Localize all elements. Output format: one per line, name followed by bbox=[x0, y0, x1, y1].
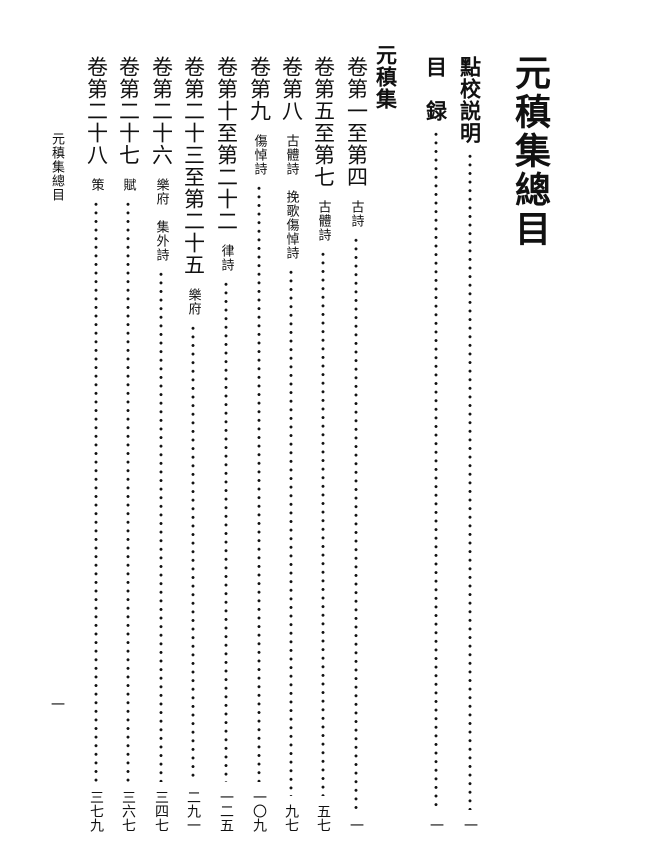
toc-page: 三七九 bbox=[88, 790, 104, 832]
toc-entry-front-2: 目 録 一 bbox=[423, 56, 449, 832]
toc-entry: 卷第一至第四古詩一 bbox=[343, 56, 369, 832]
leader-dots bbox=[289, 268, 293, 796]
toc-genre-note: 樂府 bbox=[153, 178, 169, 206]
toc-page: 一 bbox=[348, 818, 364, 832]
toc-entry: 卷第二十六樂府集外詩三四七 bbox=[148, 56, 174, 832]
toc-page: 一二五 bbox=[218, 790, 234, 832]
leader-dots bbox=[126, 200, 130, 782]
toc-genre-note: 古體詩 bbox=[283, 134, 299, 176]
toc-genre-note: 律詩 bbox=[218, 244, 234, 272]
toc-label: 卷第二十七 bbox=[116, 56, 141, 166]
leader-dots bbox=[191, 324, 195, 782]
toc-label: 卷第二十六 bbox=[149, 56, 174, 166]
page-number: 一 bbox=[49, 697, 65, 711]
toc-label: 卷第八 bbox=[279, 56, 304, 122]
page-title: 元稹集總目 bbox=[509, 54, 551, 249]
leader-dots bbox=[224, 280, 228, 782]
section-heading-text: 元稹集 bbox=[373, 44, 399, 110]
toc-page: 三六七 bbox=[120, 790, 136, 832]
toc-label: 卷第十至第二十二 bbox=[214, 56, 239, 232]
toc-genre-note: 挽歌傷悼詩 bbox=[283, 190, 299, 260]
toc-entry: 卷第五至第七古體詩五七 bbox=[310, 56, 336, 832]
leader-dots bbox=[354, 236, 358, 810]
toc-label: 卷第九 bbox=[247, 56, 272, 122]
toc-label: 點校説明 bbox=[457, 56, 483, 144]
leader-dots bbox=[94, 200, 98, 782]
toc-page: 一 bbox=[462, 818, 478, 832]
toc-page: 一〇九 bbox=[251, 790, 267, 832]
leader-dots bbox=[321, 250, 325, 796]
toc-page: 九七 bbox=[283, 804, 299, 832]
toc-page: 二九一 bbox=[185, 790, 201, 832]
toc-entry-front-1: 點校説明 一 bbox=[457, 56, 483, 832]
toc-genre-note: 傷悼詩 bbox=[251, 134, 267, 176]
toc-page: 五七 bbox=[315, 804, 331, 832]
toc-genre-note: 古詩 bbox=[348, 200, 364, 228]
toc-label: 卷第一至第四 bbox=[344, 56, 369, 188]
leader-dots bbox=[468, 152, 472, 810]
leader-dots bbox=[434, 130, 438, 810]
toc-label: 卷第五至第七 bbox=[311, 56, 336, 188]
toc-label: 卷第二十八 bbox=[84, 56, 109, 166]
toc-genre-note: 賦 bbox=[120, 178, 136, 192]
toc-entry: 卷第八古體詩挽歌傷悼詩九七 bbox=[278, 56, 304, 832]
toc-genre-note: 集外詩 bbox=[153, 220, 169, 262]
running-head: 元稹集總目 bbox=[49, 132, 64, 202]
toc-entry: 卷第二十七賦三六七 bbox=[115, 56, 141, 832]
toc-label: 卷第二十三至第二十五 bbox=[181, 56, 206, 276]
toc-label: 目 録 bbox=[423, 56, 449, 122]
section-heading: 元稹集 bbox=[373, 44, 399, 832]
toc-genre-note: 樂府 bbox=[185, 288, 201, 316]
toc-genre-note: 古體詩 bbox=[315, 200, 331, 242]
leader-dots bbox=[257, 184, 261, 782]
toc-page: 三四七 bbox=[153, 790, 169, 832]
toc-entry: 卷第二十八策三七九 bbox=[83, 56, 109, 832]
leader-dots bbox=[159, 270, 163, 782]
toc-entry: 卷第十至第二十二律詩一二五 bbox=[213, 56, 239, 832]
toc-entry: 卷第二十三至第二十五樂府二九一 bbox=[180, 56, 206, 832]
toc-genre-note: 策 bbox=[88, 178, 104, 192]
toc-page: 一 bbox=[428, 818, 444, 832]
toc-entry: 卷第九傷悼詩一〇九 bbox=[246, 56, 272, 832]
